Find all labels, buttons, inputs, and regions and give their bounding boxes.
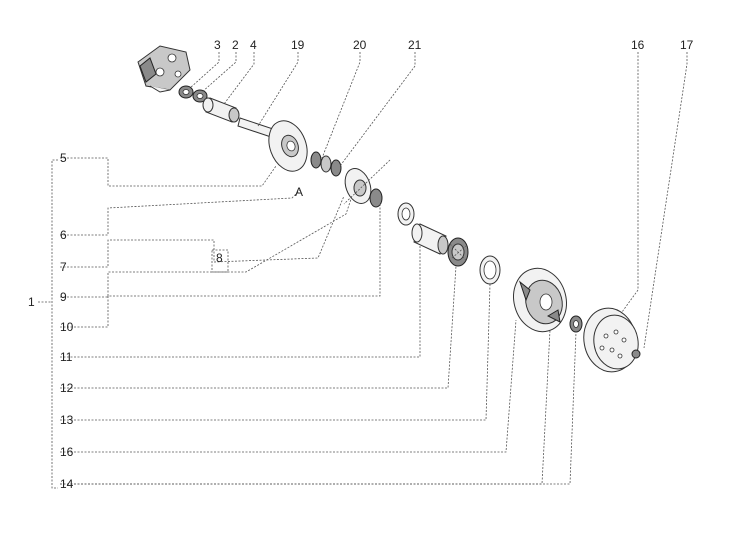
label-1: 1 bbox=[28, 295, 35, 309]
label-2: 2 bbox=[232, 38, 239, 52]
ring-part-10 bbox=[397, 202, 415, 226]
clutch-bell bbox=[583, 307, 639, 373]
spacer-part-20 bbox=[310, 151, 342, 177]
washer-part-14 bbox=[569, 315, 583, 333]
label-12: 12 bbox=[60, 381, 74, 395]
label-8: 8 bbox=[216, 251, 223, 265]
spring-part-12 bbox=[447, 237, 469, 267]
label-16-left: 16 bbox=[60, 445, 74, 459]
label-5: 5 bbox=[60, 151, 67, 165]
label-20: 20 bbox=[353, 38, 367, 52]
sleeve-part-11 bbox=[411, 223, 449, 255]
label-10: 10 bbox=[60, 320, 74, 334]
housing-block bbox=[137, 45, 191, 93]
ring-part-3 bbox=[178, 85, 194, 99]
leader-lines bbox=[38, 52, 688, 489]
label-11: 11 bbox=[60, 350, 73, 364]
label-A: A bbox=[295, 185, 303, 199]
ring-part-13 bbox=[479, 255, 501, 285]
label-7: 7 bbox=[60, 260, 67, 274]
label-14: 14 bbox=[60, 477, 74, 491]
clutch-carrier-part-16 bbox=[513, 267, 567, 333]
half-pulley-part-5 bbox=[268, 120, 308, 172]
label-8-box bbox=[211, 249, 229, 273]
label-13: 13 bbox=[60, 413, 74, 427]
ring-part-2 bbox=[192, 89, 208, 103]
label-17: 17 bbox=[680, 38, 694, 52]
label-9: 9 bbox=[60, 290, 67, 304]
label-4: 4 bbox=[250, 38, 257, 52]
label-21: 21 bbox=[408, 38, 422, 52]
label-16-right: 16 bbox=[631, 38, 645, 52]
bushing-part-4 bbox=[202, 97, 240, 123]
label-3: 3 bbox=[214, 38, 221, 52]
roller-disc-part-21 bbox=[344, 168, 383, 208]
label-6: 6 bbox=[60, 228, 67, 242]
label-19: 19 bbox=[291, 38, 305, 52]
nut-part-17 bbox=[631, 349, 641, 359]
